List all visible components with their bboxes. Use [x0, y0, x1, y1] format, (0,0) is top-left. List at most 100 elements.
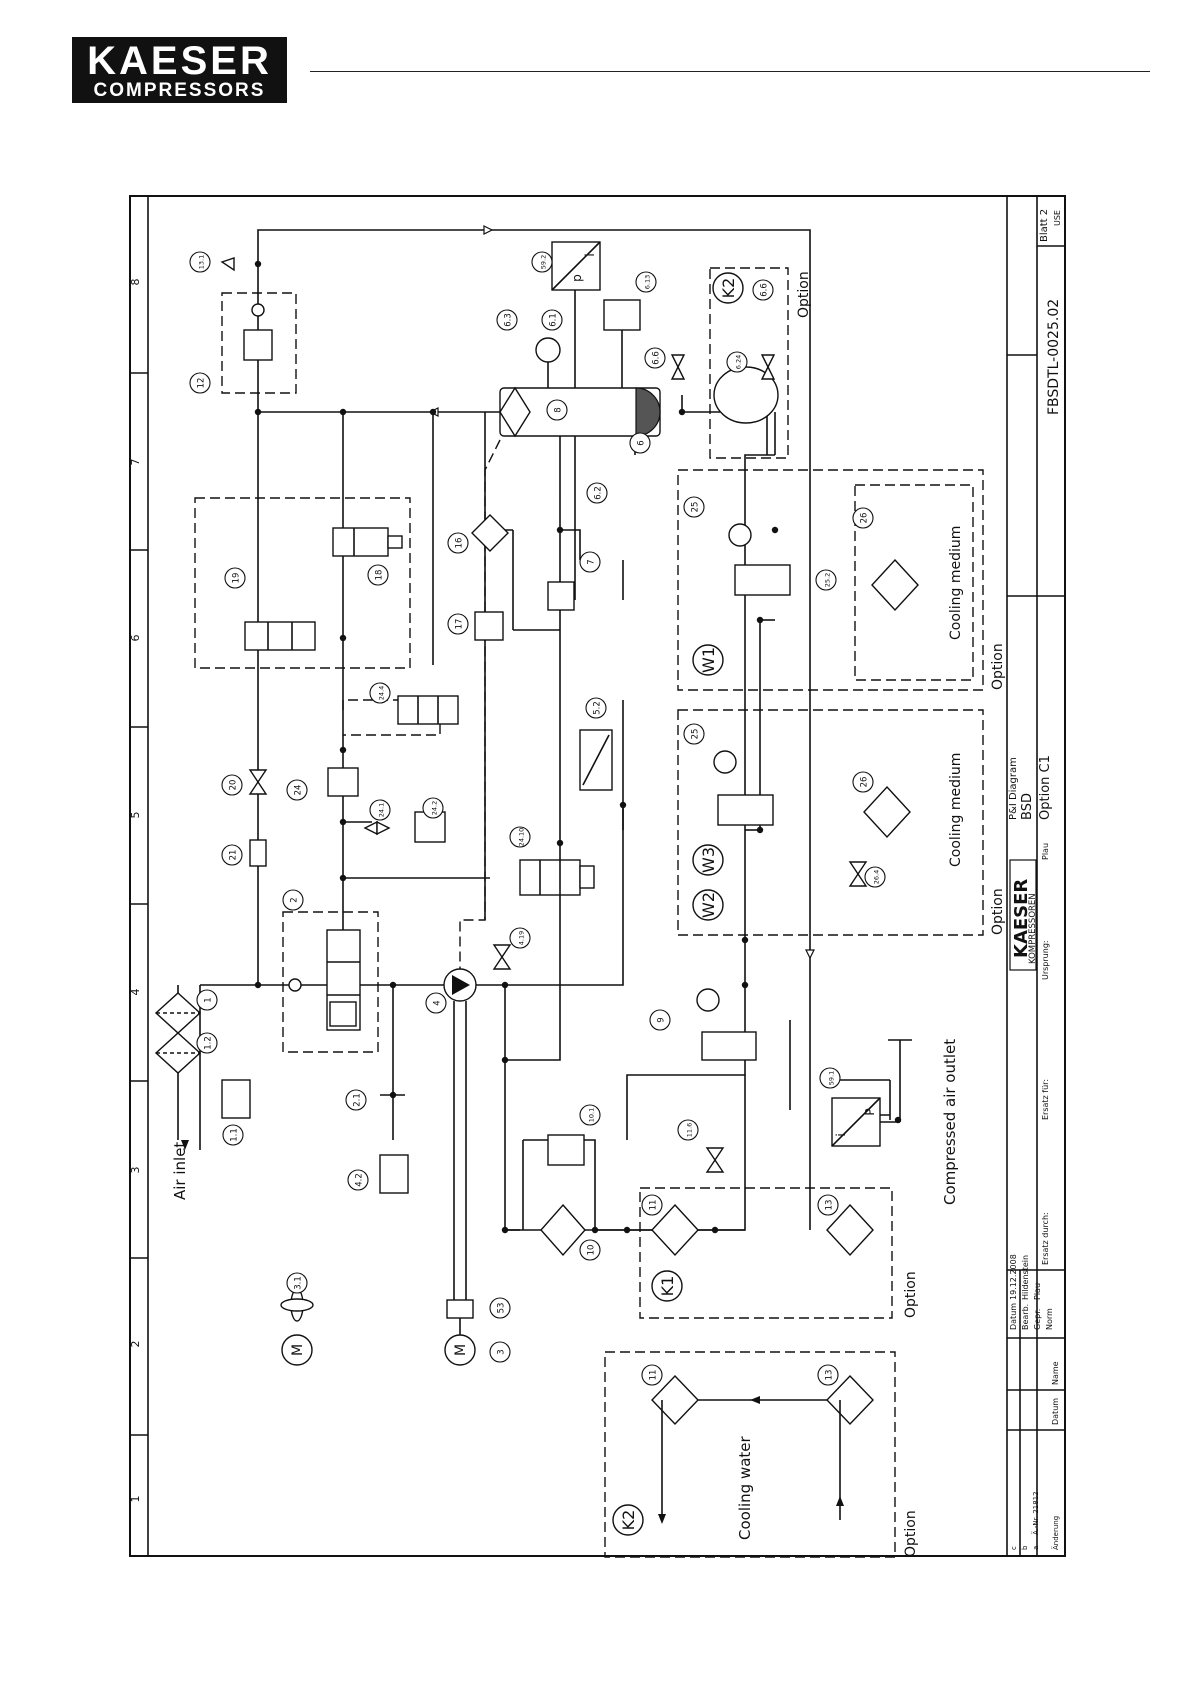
title-block: FBSDTL-0025.02 Blatt 2 USE P&I Diagram B…: [1006, 196, 1065, 1556]
svg-text:6.6: 6.6: [652, 351, 662, 365]
svg-text:16: 16: [455, 538, 465, 549]
valve-4-19: [492, 944, 512, 959]
min-pressure-valve-box: [221, 292, 297, 394]
title-ersatz-fuer: Ersatz für:: [1041, 1079, 1050, 1120]
group-labels: K1 K2 K2 W1 W2 W3: [612, 272, 744, 1536]
svg-text:24.1: 24.1: [378, 803, 386, 817]
tag-13-1: 13.1: [189, 251, 211, 273]
inlet-valve-throttle: [329, 1001, 357, 1027]
svg-text:26: 26: [860, 513, 870, 524]
svg-text:13: 13: [825, 1200, 835, 1211]
cooling-medium-label-w3: Cooling medium: [948, 753, 964, 867]
filter-21: [249, 839, 267, 867]
svg-text:26.4: 26.4: [873, 870, 881, 884]
svg-text:2.1: 2.1: [353, 1093, 363, 1107]
svg-text:6.2: 6.2: [594, 486, 604, 500]
svg-text:24.2: 24.2: [431, 801, 439, 815]
title-line-3: Option C1: [1038, 755, 1053, 820]
zone-number-3: 3: [129, 1167, 142, 1174]
tag-6-3: 6.3: [496, 309, 518, 331]
tag-25: 25: [683, 496, 705, 518]
tag-16: 16: [447, 532, 469, 554]
svg-text:9: 9: [657, 1017, 667, 1022]
tag-13-1: 13: [817, 1364, 839, 1386]
tag-2: 2: [282, 889, 304, 911]
header-rule: [310, 71, 1150, 72]
svg-text:17: 17: [455, 619, 465, 630]
svg-text:25: 25: [691, 502, 701, 513]
group-label-w1: W1: [699, 647, 718, 673]
tag-1-2: 1.2: [196, 1032, 218, 1054]
zone-number-5: 5: [129, 812, 142, 819]
coupling: [446, 1299, 474, 1319]
pressure-switch-1-1: [221, 1079, 251, 1119]
svg-text:21: 21: [229, 850, 239, 861]
w2-w3-option-box: [677, 709, 984, 936]
thermometer-25-w1: [728, 523, 752, 547]
tag-6-13: 6.13: [635, 271, 657, 293]
svg-text:6.24: 6.24: [735, 355, 743, 369]
tag-26: 26: [852, 507, 874, 529]
symbol-letters: M M p i i P: [290, 253, 877, 1356]
drain-valve-6-6: [670, 354, 686, 369]
valve-24-4: [397, 695, 459, 725]
tag-59-2: 59.2: [531, 251, 553, 273]
option-label-w2-w3: Option: [990, 888, 1006, 935]
title-company-subname: KOMPRESSOREN: [1028, 893, 1038, 964]
thermostatic-valve-9: [701, 1031, 757, 1061]
tag-11-1: 11: [641, 1364, 663, 1386]
kaeser-logo: KAESER COMPRESSORS: [72, 37, 287, 103]
svg-text:6: 6: [637, 440, 647, 445]
pressure-switch-4-2: [379, 1154, 409, 1194]
k2-separator-option-box: [709, 267, 789, 459]
cooler-11-k1: [651, 1203, 699, 1257]
title-rev-a: a: [1032, 1546, 1040, 1550]
tag-11-6: 11.6: [677, 1119, 699, 1141]
svg-text:4.19: 4.19: [518, 931, 526, 945]
sheet-number: Blatt 2: [1039, 209, 1050, 242]
min-pressure-valve-body: [243, 329, 273, 361]
zone-ticks: [130, 372, 148, 1436]
tag-6-24: 6.24: [726, 351, 748, 373]
group-label-w2: W2: [699, 892, 718, 918]
title-aenderung-label: Änderung: [1051, 1516, 1060, 1550]
nozzle-17: [474, 611, 504, 641]
option-label-k1: Option: [903, 1271, 919, 1318]
svg-text:3: 3: [497, 1349, 507, 1354]
title-bearb-label: Bearb.: [1021, 1304, 1030, 1330]
group-label-w3: W3: [699, 847, 718, 873]
title-datum-label: Datum: [1009, 1303, 1018, 1330]
title-ersatz-durch: Ersatz durch:: [1041, 1212, 1050, 1265]
svg-text:20: 20: [229, 780, 239, 791]
svg-text:18: 18: [375, 570, 385, 581]
tag-6-1: 6.1: [541, 309, 563, 331]
svg-text:24: 24: [294, 785, 304, 796]
solenoid-valve-18: [332, 527, 389, 557]
title-rev-c: c: [1010, 1546, 1018, 1550]
cooler-11-k2: [651, 1374, 699, 1426]
title-plan: Plau: [1041, 843, 1050, 860]
svg-text:6.1: 6.1: [549, 313, 559, 327]
svg-text:11: 11: [649, 1370, 659, 1381]
tag-24-1: 24.1: [369, 799, 391, 821]
tag-21: 21: [221, 844, 243, 866]
fan-motor-3-1: [281, 1334, 313, 1366]
tag-6: 6: [629, 432, 651, 454]
svg-text:8: 8: [554, 407, 564, 412]
tag-25-1: 25: [683, 723, 705, 745]
title-rev-b: b: [1021, 1545, 1029, 1550]
cooler-13-k1: [826, 1203, 874, 1257]
zone-number-4: 4: [129, 989, 142, 996]
title-line-1: P&I Diagram: [1008, 757, 1019, 820]
svg-text:24.4: 24.4: [378, 686, 386, 700]
transducer-59-1-letter-p: P: [863, 1108, 877, 1115]
tag-6-2: 6.2: [586, 482, 608, 504]
svg-text:19: 19: [232, 573, 242, 584]
thermometer-25-w3: [713, 750, 737, 774]
temperature-switch-10-1: [547, 1134, 585, 1166]
thermostatic-valve-25-w3: [717, 794, 774, 826]
junction-dots: [254, 260, 902, 1234]
svg-text:3.1: 3.1: [294, 1276, 304, 1290]
svg-text:6.6: 6.6: [760, 283, 770, 297]
